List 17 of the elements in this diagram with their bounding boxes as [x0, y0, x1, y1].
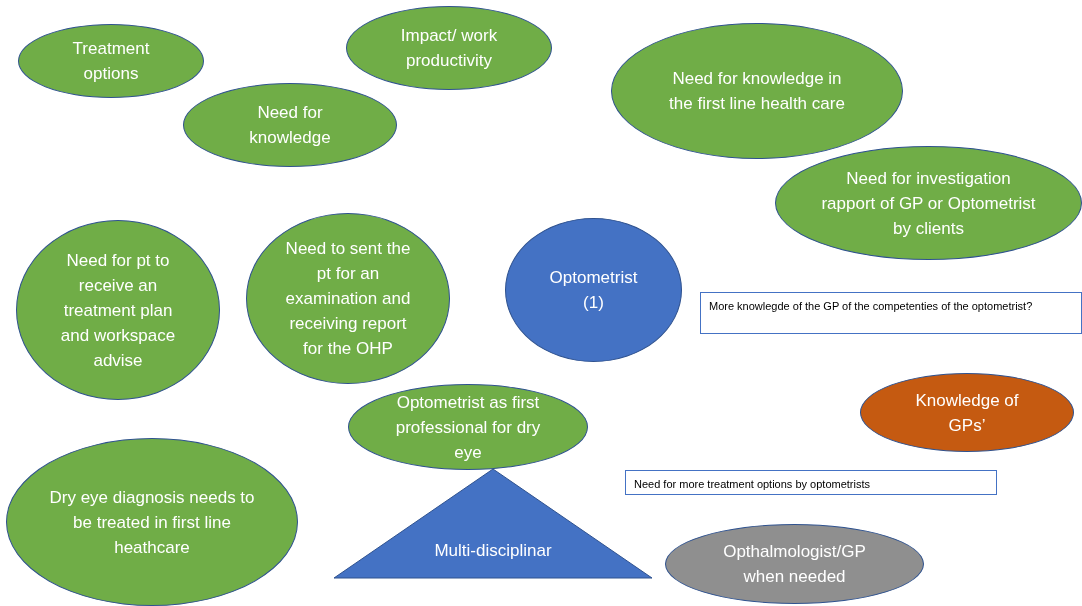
node-label: Need for knowledge [248, 102, 332, 149]
node-label: Optometrist (1) [548, 267, 639, 314]
note-text: More knowlegde of the GP of the competenties of the optometrist? [709, 299, 1033, 314]
node-label: Need for knowledge in the first line health care [668, 68, 846, 115]
node-label: Impact/ work productivity [399, 25, 499, 72]
node-label: Multi-disciplinar [434, 540, 552, 562]
node-label: Knowledge of GPs’ [914, 389, 1020, 437]
node-label: Dry eye diagnosis needs to be treated in first line heathcare [48, 486, 256, 559]
note-box [625, 470, 997, 495]
node-label: Treatment options [71, 38, 151, 85]
note-box [700, 292, 1082, 334]
node-label: Need for pt to receive an treatment plan and workspace advise [59, 249, 177, 372]
node-label: Optometrist as first professional for dry eye [394, 391, 542, 464]
note-text: Need for more treatment options by optometrists [634, 477, 870, 492]
node-label: Need for investigation rapport of GP or Optometrist by clients [821, 167, 1036, 240]
node-label: Opthalmologist/GP when needed [722, 541, 867, 588]
node-label: Need to sent the pt for an examination and receiving report for the OHP [284, 238, 412, 360]
